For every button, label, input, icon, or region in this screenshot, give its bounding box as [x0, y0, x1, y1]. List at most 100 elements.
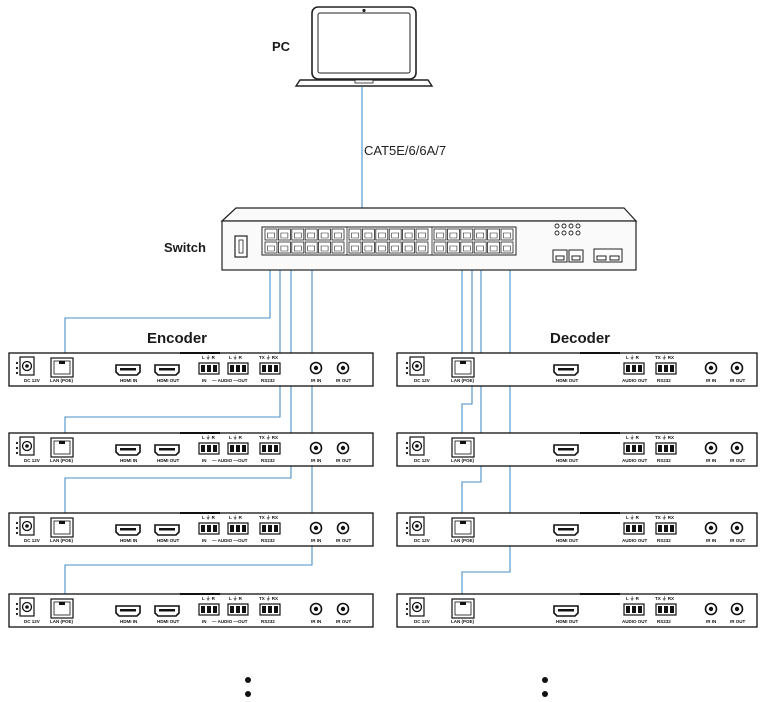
dc-label: DC 12V: [414, 619, 430, 624]
dc-label: DC 12V: [24, 538, 40, 543]
ir-out-jack-icon: [730, 441, 744, 455]
pc-laptop-icon: [294, 6, 434, 87]
switch-port-icon: [460, 241, 474, 254]
hdmi-in-label: HDMI IN: [120, 538, 137, 543]
switch-port-icon: [264, 228, 278, 241]
switch-port-icon: [415, 241, 429, 254]
more-decoders-ellipsis-icon: [542, 677, 548, 697]
audio-out-lr-label: L ⏚ R: [229, 354, 243, 361]
switch-port-icon: [291, 241, 305, 254]
switch-port-icon: [433, 228, 447, 241]
hdmi-in-label: HDMI IN: [120, 378, 137, 383]
lan-poe-port-icon: [451, 517, 475, 538]
hdmi-out-port-icon: [553, 444, 579, 456]
switch-port-icon: [375, 228, 389, 241]
switch-port-icon: [264, 241, 278, 254]
rs232-label: RS232: [261, 538, 275, 543]
audio-out-terminal-icon: [623, 603, 645, 616]
lan-poe-port-icon: [50, 357, 74, 378]
ir-in-jack-icon: [309, 441, 323, 455]
audio-label: — AUDIO —: [212, 619, 238, 624]
audio-out-lr-label: L ⏚ R: [229, 514, 243, 521]
cable-type-label: CAT5E/6/6A/7: [364, 143, 446, 158]
rs232-terminal-icon: [655, 442, 677, 455]
hdmi-out-label: HDMI OUT: [556, 619, 578, 624]
switch-port-icon: [277, 241, 291, 254]
switch-port-icon: [291, 228, 305, 241]
ir-out-jack-icon: [730, 361, 744, 375]
audio-in-label: IN: [202, 619, 207, 624]
rs232-label: RS232: [261, 458, 275, 463]
switch-port-icon: [402, 241, 416, 254]
ir-out-jack-icon: [336, 602, 350, 616]
lan-label: LAN (POE): [451, 378, 475, 383]
ir-in-jack-icon: [704, 441, 718, 455]
audio-in-lr-label: L ⏚ R: [202, 434, 216, 441]
more-encoders-ellipsis-icon: [245, 677, 251, 697]
switch-port-icon: [402, 228, 416, 241]
network-switch: [220, 207, 638, 271]
switch-port-icon: [446, 228, 460, 241]
ir-out-label: IR OUT: [730, 458, 746, 463]
rs232-terminal-icon: [259, 522, 281, 535]
rs232-label: RS232: [261, 619, 275, 624]
ir-in-jack-icon: [704, 602, 718, 616]
rs232-pins-label: TX ⏚ RX: [259, 354, 278, 361]
dc-power-jack-icon: [15, 516, 35, 536]
ir-in-label: IR IN: [706, 378, 716, 383]
audio-label: — AUDIO —: [212, 458, 238, 463]
switch-port-icon: [473, 241, 487, 254]
lan-poe-port-icon: [50, 437, 74, 458]
ir-out-label: IR OUT: [336, 378, 352, 383]
hdmi-in-port-icon: [115, 605, 141, 617]
rs232-label: RS232: [657, 619, 671, 624]
audio-out-label: AUDIO OUT: [622, 619, 648, 624]
audio-out-label: OUT: [238, 378, 248, 383]
lan-poe-port-icon: [50, 598, 74, 619]
audio-out-terminal-icon: [227, 603, 249, 616]
rs232-label: RS232: [657, 378, 671, 383]
audio-out-terminal-icon: [623, 442, 645, 455]
audio-in-terminal-icon: [198, 362, 220, 375]
dc-power-jack-icon: [15, 356, 35, 376]
lan-poe-port-icon: [451, 437, 475, 458]
ir-out-jack-icon: [336, 361, 350, 375]
hdmi-out-label: HDMI OUT: [157, 378, 179, 383]
audio-label: — AUDIO —: [212, 378, 238, 383]
rs232-terminal-icon: [655, 603, 677, 616]
audio-in-label: IN: [202, 458, 207, 463]
hdmi-in-port-icon: [115, 524, 141, 536]
status-led-icons: [554, 223, 581, 236]
hdmi-out-port-icon: [553, 364, 579, 376]
hdmi-out-label: HDMI OUT: [556, 458, 578, 463]
hdmi-in-port-icon: [115, 364, 141, 376]
rs232-terminal-icon: [259, 362, 281, 375]
rs232-pins-label: TX ⏚ RX: [259, 434, 278, 441]
ir-in-jack-icon: [309, 361, 323, 375]
audio-out-label: AUDIO OUT: [622, 538, 648, 543]
rs232-pins-label: TX ⏚ RX: [655, 595, 674, 602]
hdmi-out-port-icon: [154, 444, 180, 456]
audio-label: — AUDIO —: [212, 538, 238, 543]
ir-out-jack-icon: [730, 521, 744, 535]
rs232-pins-label: TX ⏚ RX: [259, 595, 278, 602]
rs232-pins-label: TX ⏚ RX: [655, 514, 674, 521]
audio-out-terminal-icon: [227, 362, 249, 375]
switch-port-icon: [433, 241, 447, 254]
ir-in-label: IR IN: [311, 538, 321, 543]
dc-power-jack-icon: [405, 356, 425, 376]
switch-port-icon: [361, 241, 375, 254]
rs232-pins-label: TX ⏚ RX: [655, 354, 674, 361]
switch-port-icon: [348, 241, 362, 254]
audio-in-lr-label: L ⏚ R: [202, 514, 216, 521]
ir-out-jack-icon: [336, 521, 350, 535]
lan-label: LAN (POE): [451, 458, 475, 463]
audio-out-terminal-icon: [623, 522, 645, 535]
dc-label: DC 12V: [24, 378, 40, 383]
